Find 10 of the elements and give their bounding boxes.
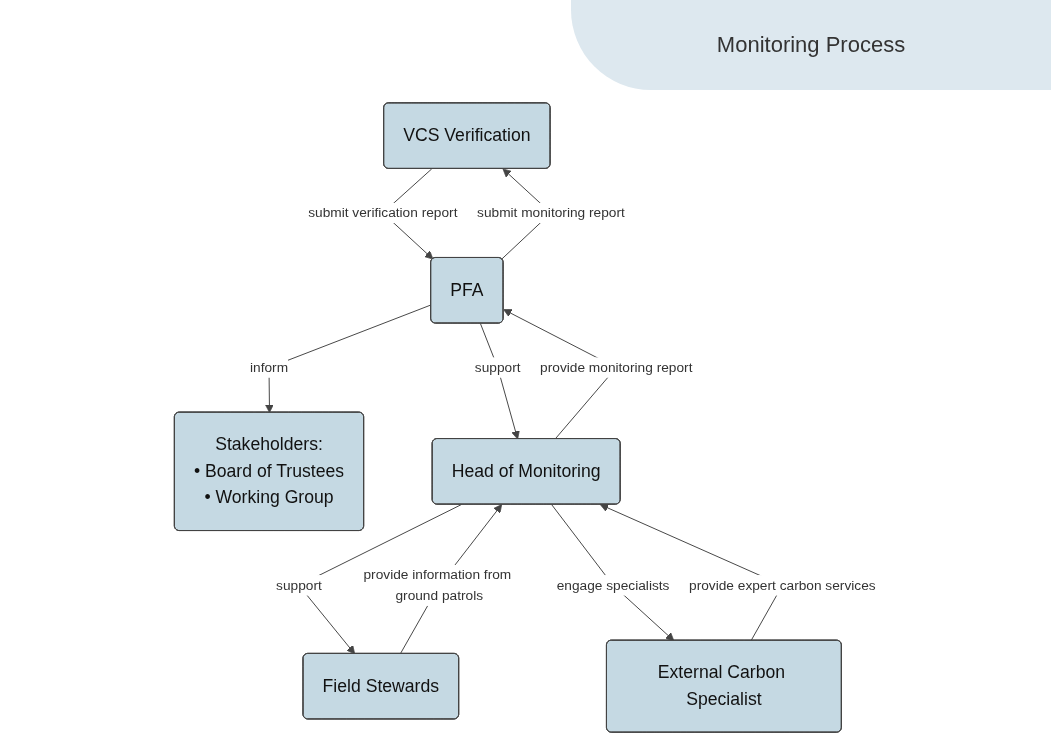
edge-label: support bbox=[474, 359, 521, 375]
edge-label: inform bbox=[249, 359, 289, 375]
edge-label: submit monitoring report bbox=[477, 204, 625, 221]
edge-label: engage specialists bbox=[556, 577, 670, 593]
edge-label: provide monitoring report bbox=[540, 359, 693, 375]
edge-label: submit verification report bbox=[308, 204, 458, 221]
edge-label: support bbox=[276, 577, 322, 593]
edge-label: provide information from ground patrols bbox=[363, 566, 512, 603]
diagram-title: Monitoring Process bbox=[716, 32, 906, 58]
edge-label: provide expert carbon services bbox=[689, 577, 876, 593]
